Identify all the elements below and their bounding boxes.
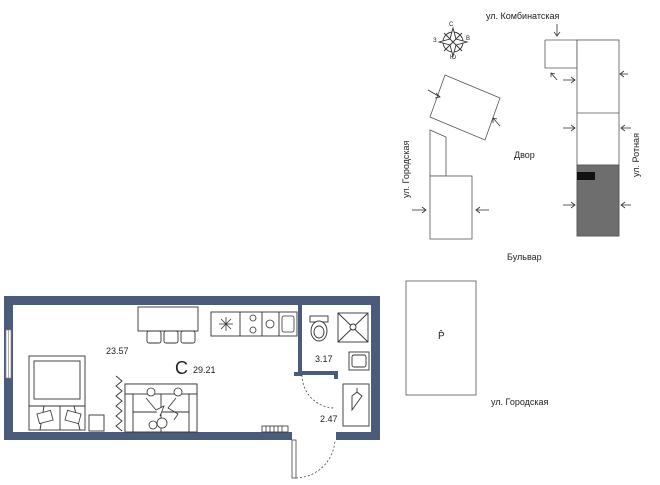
parking-label: P̂ <box>438 331 445 342</box>
window-left <box>5 329 12 379</box>
dining-table <box>137 306 199 344</box>
apartment-marker <box>577 172 595 180</box>
compass-s-label: Ю <box>450 55 457 61</box>
parking-area <box>405 280 477 396</box>
toilet-icon <box>309 315 329 342</box>
courtyard-label: Двор <box>514 150 535 160</box>
compass-w-label: З <box>433 38 437 44</box>
entrance-arrows-left <box>412 89 501 214</box>
boulevard-label: Бульвар <box>507 252 542 262</box>
stove-icon <box>249 314 275 334</box>
fridge-icon <box>219 317 233 331</box>
compass-icon <box>437 26 469 58</box>
entrance-door <box>291 439 336 479</box>
compass-n-label: С <box>449 22 454 28</box>
pillow-icons <box>36 409 82 425</box>
apartment-type-letter: С <box>175 358 188 378</box>
room-area-living: 23.57 <box>106 346 129 356</box>
street-label-top: ул. Комбинатская <box>486 11 560 21</box>
nightstand-icon <box>88 414 105 432</box>
entrance-arrows-right <box>550 24 631 209</box>
building-left <box>429 74 501 240</box>
compass-e-label: В <box>466 36 471 42</box>
room-area-bathroom: 3.17 <box>315 354 333 364</box>
wardrobe-icon <box>342 383 370 427</box>
shower-icon <box>337 312 369 343</box>
sink-icon <box>281 315 295 333</box>
street-label-right: ул. Ротная <box>631 133 641 177</box>
bathroom-door <box>301 374 336 409</box>
street-label-left: ул. Городская <box>401 140 411 198</box>
street-label-bottom: ул. Городская <box>491 397 549 407</box>
apartment-total-area: 29.21 <box>193 365 216 375</box>
washbasin-icon <box>348 351 370 371</box>
people-on-sofa-icon <box>145 387 183 430</box>
radiator-icon <box>261 425 289 433</box>
room-area-hallway: 2.47 <box>320 414 338 424</box>
room-divider-icon <box>115 375 123 432</box>
